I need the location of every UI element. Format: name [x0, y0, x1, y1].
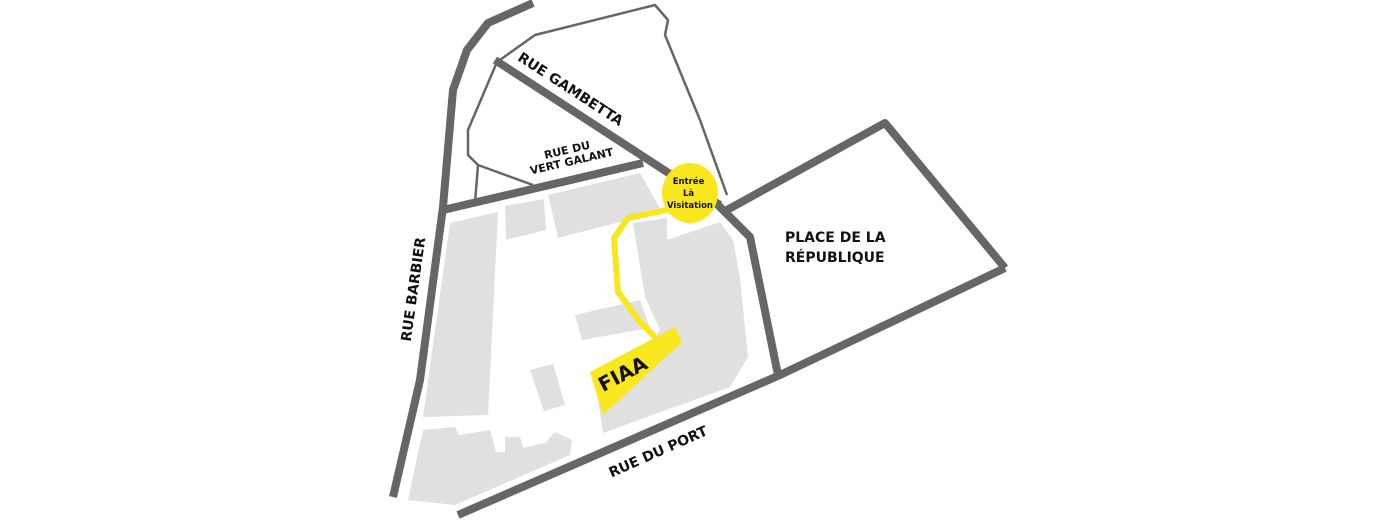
label-place-de-la-republique: PLACE DE LA RÉPUBLIQUE [785, 230, 890, 266]
place-de-la-republique-outline [725, 119, 1009, 271]
label-rue-gambetta: RUE GAMBETTA [515, 50, 626, 130]
block-outline [477, 163, 534, 187]
street-connector [713, 200, 782, 376]
building-block [408, 427, 572, 505]
walking-route [611, 202, 691, 340]
building-block [505, 199, 546, 240]
building-block [548, 173, 662, 238]
street-rue-du-port [456, 264, 1007, 519]
buildings [408, 173, 748, 505]
building-block [530, 364, 565, 411]
block-outline [466, 61, 499, 204]
entrance-marker [662, 163, 718, 223]
street-rue-du-vert-galant [442, 159, 644, 214]
street-rue-barbier [389, 0, 535, 498]
building-block [423, 212, 498, 417]
entrance-label: Entrée Là Visitation [667, 176, 713, 211]
block-outline [496, 3, 729, 196]
fiaa-building [590, 327, 682, 415]
